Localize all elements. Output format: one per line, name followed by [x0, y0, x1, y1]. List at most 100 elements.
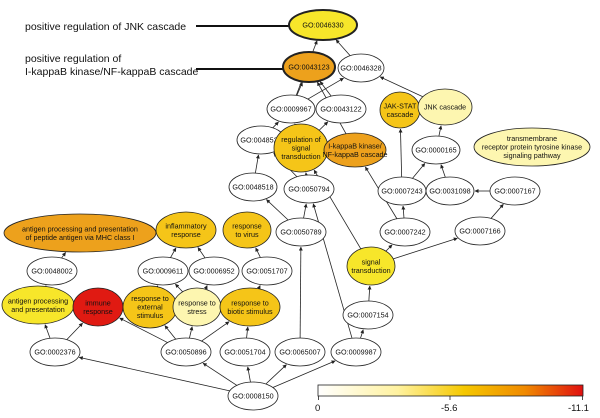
node-go0048518: GO:0048518: [228, 172, 278, 202]
node-label-go0065007-0: GO:0065007: [279, 348, 320, 357]
node-go0046328: GO:0046328: [337, 53, 385, 83]
node-label-go0007154-0: GO:0007154: [347, 311, 388, 320]
edge-go0065007-to-go0050789: [298, 246, 303, 339]
node-shape-go0065007: [274, 337, 326, 367]
node-go0051704: GO:0051704: [219, 337, 271, 367]
node-label-reg_signal-1: signal: [292, 144, 311, 153]
node-label-go0002376-0: GO:0002376: [34, 348, 75, 357]
node-label-immune-0: immune: [85, 298, 111, 307]
node-label-inflammatory-0: inflammatory: [165, 221, 207, 230]
edge-go0051707-to-resp_virus: [255, 247, 261, 258]
edge-go0050896-to-resp_biotic: [201, 321, 230, 342]
node-shape-go0046328: [337, 53, 385, 83]
node-shape-signal_trans: [346, 246, 396, 286]
color-scale: 0 -5.6 -11.1: [315, 384, 589, 414]
node-shape-go0002376: [29, 337, 81, 367]
edge-jnk_cascade-to-go0046328: [379, 76, 424, 98]
edge-resp_biotic-to-go0051707: [256, 285, 261, 290]
node-label-resp_stress-1: stress: [187, 307, 207, 316]
node-label-go0048518-0: GO:0048518: [232, 183, 273, 192]
node-label-resp_biotic-1: biotic stimulus: [227, 307, 273, 316]
node-shape-inflammatory: [155, 211, 217, 249]
node-shape-go0046330: [288, 9, 358, 41]
node-label-jnk_cascade-0: JNK cascade: [424, 103, 466, 112]
scale-label-max: -11.1: [568, 403, 589, 414]
callout-ikk-line2: I-kappaB kinase/NF-kappaB cascade: [25, 66, 199, 78]
node-go0050794: GO:0050794: [283, 174, 335, 204]
edge-go0008150-to-go0065007: [265, 364, 287, 385]
edge-go0008150-to-go0002376: [78, 356, 230, 392]
node-go0051707: GO:0051707: [241, 256, 293, 286]
node-label-go0007166-0: GO:0007166: [459, 227, 500, 236]
node-label-go0046330-0: GO:0046330: [302, 21, 343, 30]
node-label-go0048002-0: GO:0048002: [31, 267, 72, 276]
node-go0007166: GO:0007166: [454, 216, 506, 246]
node-shape-transmembrane: [473, 127, 591, 167]
edge-go0050896-to-resp_ext: [164, 325, 177, 340]
node-shape-go0000165: [411, 135, 461, 165]
node-shape-go0007167: [489, 176, 541, 206]
node-shape-go0043122: [315, 94, 367, 124]
edge-go0048002-to-antigen_mhc: [61, 252, 66, 259]
node-go0008150: GO:0008150: [227, 381, 279, 411]
edge-go0007243-to-go0000165: [412, 163, 426, 179]
node-shape-resp_virus: [222, 211, 272, 249]
node-label-jakstat-0: JAK-STAT: [384, 101, 417, 110]
node-label-transmembrane-0: transmembrane: [507, 134, 557, 143]
edge-resp_stress-to-go0006952: [203, 285, 208, 290]
node-go0009987: GO:0009987: [330, 337, 382, 367]
node-go0007242: GO:0007242: [379, 217, 431, 247]
node-label-ikb_kinase-1: NF-kappaB cascade: [322, 150, 387, 159]
node-shape-go0009967: [266, 94, 316, 124]
node-shape-go0048518: [228, 172, 278, 202]
node-label-resp_ext-2: stimulus: [137, 311, 164, 320]
node-shape-go0031098: [425, 176, 475, 206]
node-label-jakstat-1: cascade: [387, 110, 414, 119]
node-label-go0050794-0: GO:0050794: [288, 185, 329, 194]
node-label-resp_virus-1: to virus: [235, 230, 259, 239]
color-scale-bar: [317, 384, 584, 397]
node-label-ikb_kinase-0: I-kappaB kinase/: [328, 141, 382, 150]
node-shape-go0050896: [160, 337, 212, 367]
node-label-go0050789-0: GO:0050789: [280, 228, 321, 237]
node-shape-go0006952: [188, 256, 240, 286]
node-label-go0043122-0: GO:0043122: [320, 105, 361, 114]
node-label-go0009967-0: GO:0009967: [270, 105, 311, 114]
node-go0007167: GO:0007167: [489, 176, 541, 206]
node-go0043122: GO:0043122: [315, 94, 367, 124]
edge-signal_trans-to-go0007166: [393, 237, 458, 260]
edge-reg_signal-to-go0043122: [318, 121, 329, 131]
edge-go0002376-to-immune: [66, 322, 83, 340]
edge-go0006952-to-inflammatory: [197, 247, 206, 259]
node-label-resp_biotic-0: response to: [231, 298, 269, 307]
callout-ikk-line1: positive regulation of: [25, 53, 121, 65]
node-label-go0051707-0: GO:0051707: [246, 267, 287, 276]
node-shape-go0007166: [454, 216, 506, 246]
edge-resp_stress-to-go0009611: [175, 283, 183, 293]
node-label-go0051704-0: GO:0051704: [224, 348, 265, 357]
node-label-go0008150-0: GO:0008150: [232, 392, 273, 401]
edge-go0048522-to-go0009967: [272, 121, 279, 129]
edge-go0050789-to-go0048518: [266, 199, 289, 221]
node-shape-go0048002: [26, 256, 78, 286]
edge-go0046328-to-go0046330: [335, 39, 351, 56]
edge-go0007242-to-go0007243: [401, 205, 406, 219]
edge-go0009967-to-go0043123: [296, 82, 303, 96]
node-label-resp_stress-0: response to: [178, 298, 216, 307]
node-label-inflammatory-1: response: [171, 230, 201, 239]
edge-go0008150-to-go0009987: [272, 360, 336, 388]
node-shape-go0007242: [379, 217, 431, 247]
node-shape-go0050794: [283, 174, 335, 204]
edge-go0051704-to-resp_biotic: [245, 326, 250, 339]
node-shape-jnk_cascade: [417, 88, 473, 126]
edge-go0008150-to-go0050896: [202, 362, 237, 386]
edge-go0009967-to-go0046328: [307, 77, 344, 100]
node-shape-go0050789: [275, 217, 327, 247]
